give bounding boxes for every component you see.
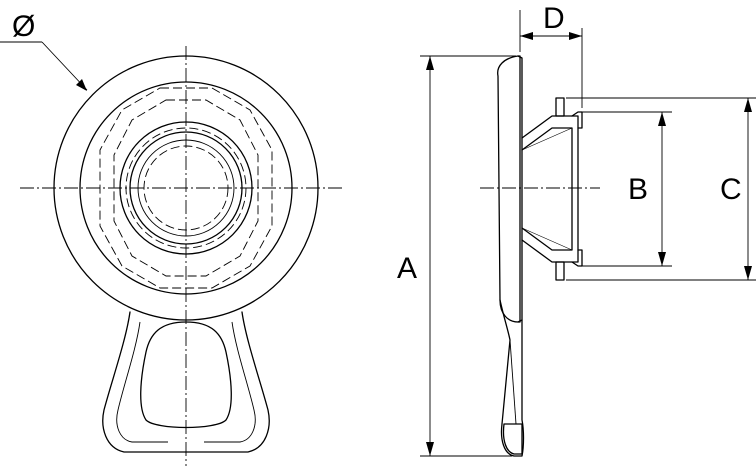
- dim-c-label: C: [720, 173, 742, 206]
- tail-outline: [499, 299, 525, 457]
- sleeve-bottom-line: [521, 227, 573, 251]
- dim-d-arrow-left: [520, 32, 533, 40]
- flange-face-outline: [517, 55, 523, 323]
- sleeve-inner: [521, 127, 573, 251]
- lip-bottom: [555, 261, 565, 281]
- tail-inner-edge: [509, 339, 517, 425]
- side-view: A D B C: [397, 2, 756, 457]
- dim-a-arrow-top: [426, 56, 434, 70]
- handle-edge-right: [204, 321, 256, 443]
- dim-a-label: A: [397, 252, 417, 285]
- dim-d-arrow-right: [569, 32, 582, 40]
- dim-c-arrow-top: [744, 98, 752, 112]
- flange-section: [497, 55, 521, 323]
- dim-d-label: D: [543, 2, 565, 35]
- dim-b-arrow-top: [658, 112, 666, 126]
- diameter-leader-arrow: [76, 79, 87, 91]
- front-view: Ø: [0, 10, 344, 466]
- diameter-label: Ø: [12, 10, 35, 43]
- dim-a-arrow-bottom: [426, 442, 434, 456]
- dim-b-label: B: [628, 173, 648, 206]
- handle-edge-left: [116, 321, 168, 443]
- tail-section: [502, 423, 523, 455]
- hidden-ring-outline-inner: [113, 99, 259, 277]
- sleeve-outer: [521, 115, 579, 263]
- dim-c-arrow-bottom: [744, 266, 752, 280]
- lip-top: [555, 97, 565, 117]
- sleeve-end-bottom: [571, 249, 583, 267]
- sleeve-top-line: [521, 127, 573, 151]
- dim-b-arrow-bottom: [658, 252, 666, 266]
- hidden-ring-outline: [99, 87, 273, 289]
- sleeve-end-top: [571, 111, 583, 129]
